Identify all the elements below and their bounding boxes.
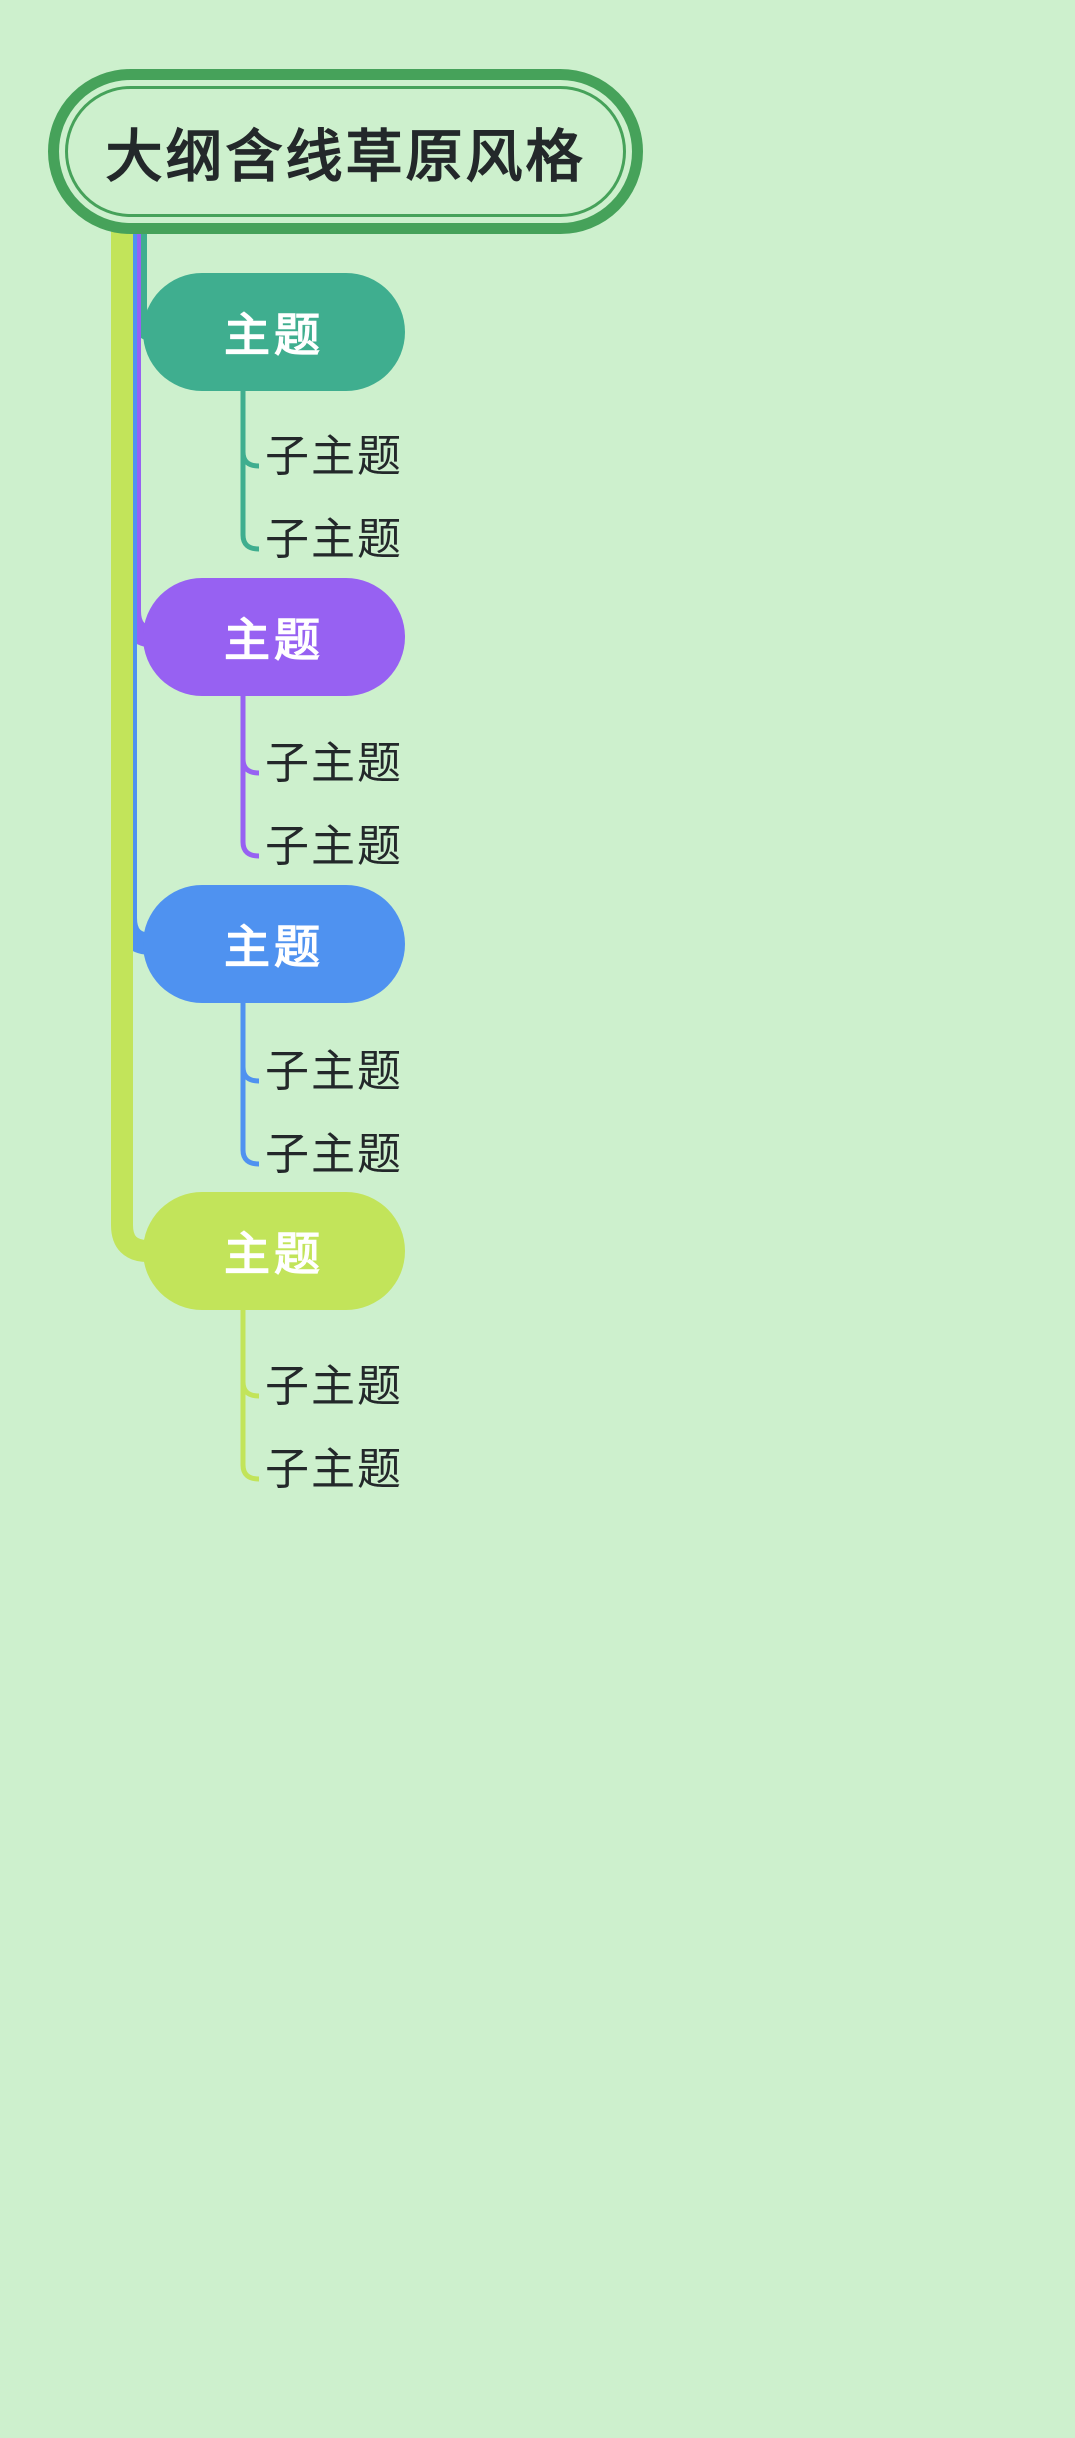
topic-node-3[interactable]: 主题 <box>143 885 405 1003</box>
subtopic-hook-3-2 <box>240 1149 260 1167</box>
subtopic-hook-2-2 <box>240 841 260 859</box>
subtopic-label[interactable]: 子主题 <box>265 514 403 565</box>
topic-node-2[interactable]: 主题 <box>143 578 405 696</box>
subtopic-label[interactable]: 子主题 <box>265 1046 403 1097</box>
subtopic-label[interactable]: 子主题 <box>265 1361 403 1412</box>
subtopic-label[interactable]: 子主题 <box>265 1444 403 1495</box>
subtopic-hook-4-2 <box>240 1464 260 1482</box>
subtopic-hook-3-1 <box>240 1066 260 1084</box>
root-node-inner-border <box>65 86 626 217</box>
subtopic-label[interactable]: 子主题 <box>265 821 403 872</box>
subtopic-hook-2-1 <box>240 758 260 776</box>
topic-node-1[interactable]: 主题 <box>143 273 405 391</box>
subtopic-label[interactable]: 子主题 <box>265 431 403 482</box>
subtopic-label[interactable]: 子主题 <box>265 1129 403 1180</box>
root-node-title[interactable]: 大纲含线草原风格 <box>105 123 586 190</box>
subtopic-hook-4-1 <box>240 1381 260 1399</box>
subtopic-label[interactable]: 子主题 <box>265 738 403 789</box>
subtopic-hook-1-1 <box>240 451 260 469</box>
topic-node-4[interactable]: 主题 <box>143 1192 405 1310</box>
subtopic-hook-1-2 <box>240 534 260 552</box>
